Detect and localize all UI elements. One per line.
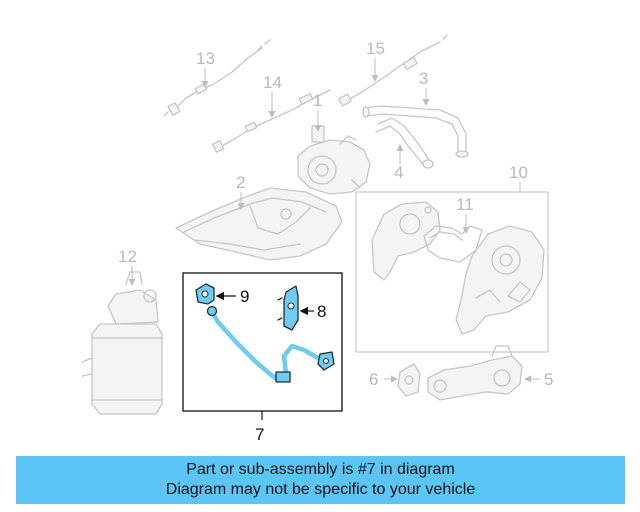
pump-housing — [455, 225, 545, 335]
callout-11: 11 — [456, 195, 474, 214]
callout-2: 2 — [236, 173, 245, 192]
part-5-outlet — [427, 345, 523, 401]
part-10-group — [355, 182, 549, 353]
callout-3: 3 — [419, 69, 428, 88]
part-12-canister — [81, 271, 163, 415]
callout-12: 12 — [118, 247, 137, 266]
part-4-hose — [375, 117, 434, 169]
callout-1: 1 — [313, 91, 322, 110]
callout-14: 14 — [263, 73, 282, 92]
callout-7: 7 — [255, 425, 264, 444]
part-7-pipe[interactable] — [206, 305, 335, 383]
footer-banner: Part or sub-assembly is #7 in diagram Di… — [16, 456, 625, 504]
footer-line-1: Part or sub-assembly is #7 in diagram — [186, 461, 455, 478]
part-8-bracket[interactable] — [277, 285, 299, 331]
callout-5: 5 — [544, 370, 553, 389]
callout-13: 13 — [196, 49, 215, 68]
part-15-sensor — [338, 34, 448, 107]
callout-10: 10 — [509, 163, 528, 182]
part-9-bracket[interactable] — [195, 283, 215, 305]
part-11-gasket — [423, 225, 483, 263]
callout-6: 6 — [369, 370, 378, 389]
callout-8: 8 — [317, 302, 326, 321]
part-2-cover — [175, 187, 343, 261]
callout-15: 15 — [366, 39, 385, 58]
part-6-gasket — [397, 363, 421, 397]
footer-line-2: Diagram may not be specific to your vehi… — [165, 481, 476, 498]
part-14-sensor — [212, 89, 331, 153]
part-3-hose — [362, 105, 469, 158]
callout-9: 9 — [240, 287, 249, 306]
gasket — [371, 201, 441, 281]
part-13-sensor — [163, 39, 271, 117]
part-1-pump — [297, 125, 371, 195]
callout-4: 4 — [394, 163, 403, 182]
